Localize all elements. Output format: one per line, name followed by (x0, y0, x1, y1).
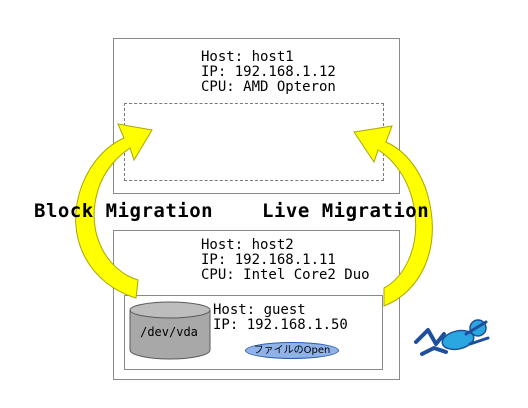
guest-ip: IP: 192.168.1.50 (213, 317, 348, 333)
file-open-badge: ファイルのOpen (245, 342, 339, 359)
host1-name: Host: host1 (201, 49, 294, 65)
host2-ip: IP: 192.168.1.11 (201, 252, 336, 268)
live-migration-arrow-icon (353, 125, 433, 307)
host1-box (113, 38, 400, 194)
block-migration-arrow-icon (75, 123, 153, 299)
live-migration-label: Live Migration (262, 200, 430, 222)
guest-name: Host: guest (213, 302, 306, 318)
host2-cpu: CPU: Intel Core2 Duo (201, 267, 370, 283)
block-migration-label: Block Migration (34, 200, 214, 222)
host1-cpu: CPU: AMD Opteron (201, 79, 336, 95)
host1-ip: IP: 192.168.1.12 (201, 64, 336, 80)
disk-icon (129, 301, 211, 360)
disk-label: /dev/vda (140, 325, 198, 339)
host2-name: Host: host2 (201, 237, 294, 253)
mascot-icon (414, 319, 490, 356)
